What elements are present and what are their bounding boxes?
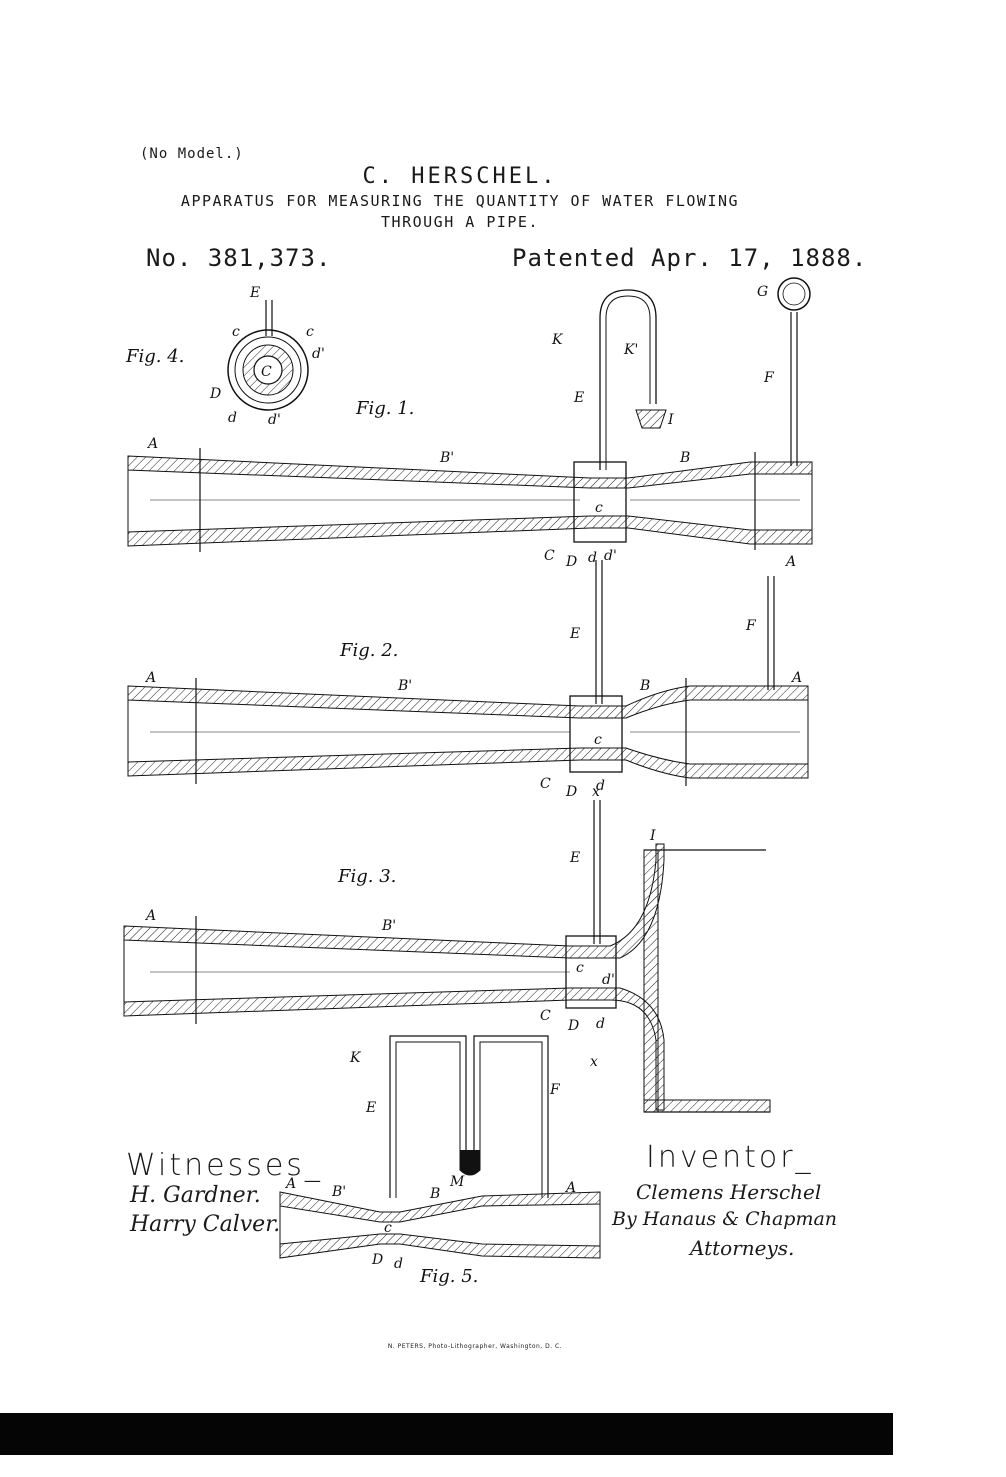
fig3-part-I: I xyxy=(649,828,656,844)
figure-2: Fig. 2. A B' B C D d c E F A xyxy=(127,560,809,800)
fig1-part-B-prime: B' xyxy=(439,450,454,466)
fig1-part-K: K xyxy=(551,332,564,348)
patent-title-line-2: THROUGH A PIPE. xyxy=(381,213,539,231)
fig4-part-d-prime-2: d' xyxy=(268,412,281,428)
fig5-part-E: E xyxy=(365,1100,376,1116)
fig2-part-c: c xyxy=(594,732,602,748)
inventor-heading: Inventor_ xyxy=(646,1140,814,1175)
fig1-part-d: d xyxy=(588,550,597,566)
fig5-part-F: F xyxy=(549,1082,561,1098)
fig1-part-B: B xyxy=(679,450,690,466)
fig1-part-F: F xyxy=(763,370,775,386)
witness-signature-1: H. Gardner. xyxy=(130,1183,261,1208)
fig5-part-c: c xyxy=(384,1220,392,1236)
lithographer-credit: N. PETERS, Photo-Lithographer, Washingto… xyxy=(387,1343,563,1350)
patent-title-line-1: APPARATUS FOR MEASURING THE QUANTITY OF … xyxy=(180,192,740,210)
fig2-part-d: d xyxy=(596,778,605,794)
figure-3: Fig. 3. A B' C D d d' c E I x x xyxy=(123,784,771,1113)
fig2-part-F: F xyxy=(745,618,757,634)
figure-3-label: Fig. 3. xyxy=(337,866,396,887)
fig4-part-E: E xyxy=(249,285,260,301)
fig2-part-E: E xyxy=(569,626,580,642)
fig5-part-d: d xyxy=(394,1256,403,1272)
fig2-part-B: B xyxy=(639,678,650,694)
fig5-part-B-prime: B' xyxy=(331,1184,346,1200)
fig4-part-D: D xyxy=(209,386,221,402)
fig3-part-x-top: x xyxy=(592,784,600,800)
no-model-note: (No Model.) xyxy=(140,146,244,162)
inventor-name: C. HERSCHEL. xyxy=(362,164,558,189)
figure-1-label: Fig. 1. xyxy=(355,398,414,419)
fig1-part-A-right: A xyxy=(784,554,796,570)
fig1-part-d-prime: d' xyxy=(604,548,617,564)
fig3-part-x-bottom: x xyxy=(590,1054,598,1070)
fig3-part-c: c xyxy=(576,960,584,976)
fig5-part-B: B xyxy=(429,1186,440,1202)
fig3-part-D: D xyxy=(567,1018,579,1034)
fig4-part-c1: c xyxy=(232,324,240,340)
fig5-part-M: M xyxy=(449,1174,465,1190)
fig4-part-d: d xyxy=(228,410,237,426)
fig2-part-D: D xyxy=(565,784,577,800)
fig1-part-A-left: A xyxy=(146,436,158,452)
fig1-part-K-prime: K' xyxy=(623,342,638,358)
fig2-part-C: C xyxy=(540,776,551,792)
figure-5-label: Fig. 5. xyxy=(419,1266,478,1287)
figure-5: Fig. 5. A B' B A D d c K E F M xyxy=(279,1035,601,1287)
figure-1: Fig. 1. A B' B C D d d' c E F G K K' I A xyxy=(127,277,813,570)
fig4-part-c2: c xyxy=(306,324,314,340)
fig1-part-c: c xyxy=(595,500,603,516)
witnesses-heading: Witnesses_ xyxy=(126,1148,323,1183)
inventor-signature: Clemens Herschel xyxy=(636,1180,822,1204)
fig2-part-A-left: A xyxy=(144,670,156,686)
fig5-part-A-right: A xyxy=(564,1180,576,1196)
fig1-part-E: E xyxy=(573,390,584,406)
fig2-part-A-right: A xyxy=(790,670,802,686)
fig3-part-A: A xyxy=(144,908,156,924)
fig1-part-I: I xyxy=(667,412,674,428)
figure-4-label: Fig. 4. xyxy=(125,346,184,367)
fig5-part-A-left: A xyxy=(284,1176,296,1192)
scan-border-bar xyxy=(0,1413,893,1455)
fig4-part-C: C xyxy=(261,364,272,380)
fig3-part-E: E xyxy=(569,850,580,866)
patent-date: Patented Apr. 17, 1888. xyxy=(512,244,868,272)
fig3-part-C: C xyxy=(540,1008,551,1024)
figure-4: Fig. 4. E c c d' C D d d' xyxy=(125,285,325,428)
attorneys-label: Attorneys. xyxy=(690,1236,795,1260)
fig3-part-d-prime: d' xyxy=(602,972,615,988)
fig1-part-G: G xyxy=(757,284,768,300)
figure-2-label: Fig. 2. xyxy=(339,640,398,661)
patent-number: No. 381,373. xyxy=(146,244,332,272)
patent-drawing: Fig. 4. E c c d' C D d d' Fig. 1. xyxy=(123,277,813,1287)
fig1-part-D: D xyxy=(565,554,577,570)
fig2-part-B-prime: B' xyxy=(397,678,412,694)
attorneys-names: By Hanaus & Chapman xyxy=(612,1208,838,1230)
fig3-part-B-prime: B' xyxy=(381,918,396,934)
fig5-part-K: K xyxy=(349,1050,362,1066)
fig4-part-d-prime-1: d' xyxy=(312,346,325,362)
fig3-part-d: d xyxy=(596,1016,605,1032)
fig1-part-C: C xyxy=(544,548,555,564)
witness-signature-2: Harry Calver. xyxy=(130,1212,281,1237)
fig5-part-D: D xyxy=(371,1252,383,1268)
